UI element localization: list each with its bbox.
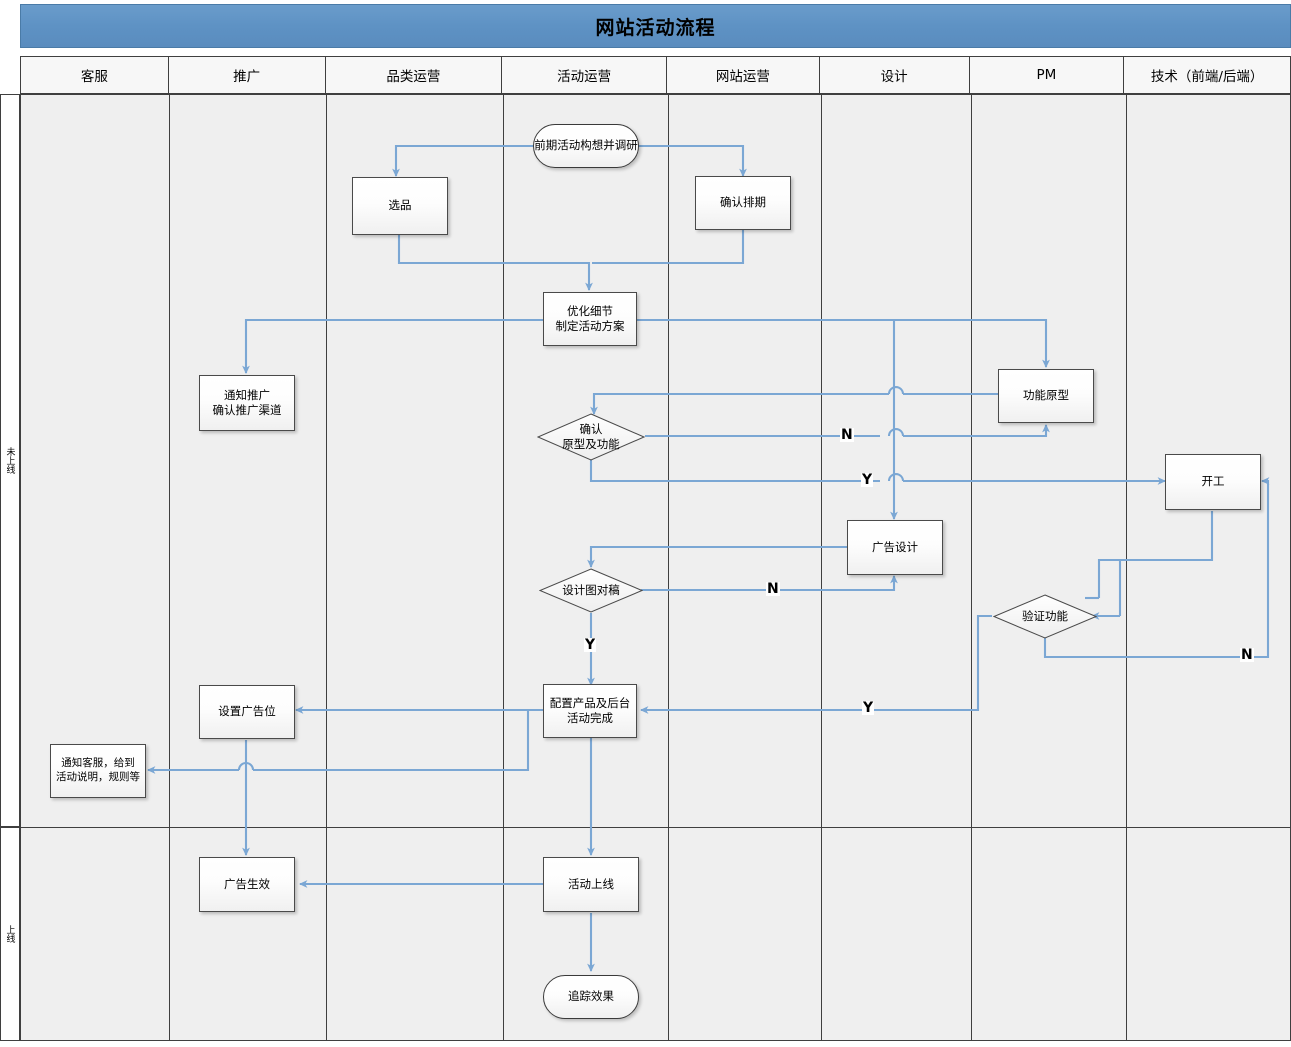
- node-tongzhi-tuiguang[interactable]: 通知推广确认推广渠道: [199, 375, 295, 431]
- lane-divider: [169, 95, 170, 1040]
- node-yuanxing[interactable]: 功能原型: [998, 369, 1094, 423]
- lane-header-label: 技术（前端/后端）: [1150, 69, 1264, 85]
- node-kaigong[interactable]: 开工: [1165, 454, 1261, 510]
- edge-label-y-kaigong: Y: [861, 472, 874, 488]
- swimlane-header-row: 客服 推广 品类运营 活动运营 网站运营 设计 PM 技术（前端/后端）: [20, 56, 1291, 94]
- node-label: 广告设计: [872, 539, 918, 554]
- node-zhuizong-xiaoguo[interactable]: 追踪效果: [543, 975, 639, 1019]
- node-shezhi-guanggaowei[interactable]: 设置广告位: [199, 685, 295, 739]
- phase-label-launched: 上线: [0, 827, 20, 1041]
- lane-header-label: 推广: [233, 69, 261, 85]
- diamond-shape: [539, 568, 643, 613]
- diamond-shape: [993, 594, 1097, 639]
- edge-label-n-yuanxing: N: [840, 427, 854, 443]
- lane-header-wangzhan[interactable]: 网站运营: [666, 57, 820, 93]
- node-peizhi[interactable]: 配置产品及后台活动完成: [543, 684, 637, 738]
- diagram-title-bar: 网站活动流程: [20, 4, 1291, 48]
- phase-label-pre-launch: 未上线: [0, 94, 20, 827]
- lane-header-jishu[interactable]: 技术（前端/后端）: [1124, 57, 1290, 93]
- diamond-shape: [537, 413, 645, 461]
- node-label: 开工: [1201, 474, 1225, 489]
- node-queren-yuanxing[interactable]: 确认原型及功能: [537, 413, 645, 461]
- lane-divider: [821, 95, 822, 1040]
- lane-divider: [326, 95, 327, 1040]
- edge-label-n-yanzheng: N: [1240, 647, 1254, 663]
- node-guanggao-shengxiao[interactable]: 广告生效: [199, 857, 295, 912]
- node-label: 功能原型: [1023, 388, 1069, 403]
- lane-header-label: 客服: [80, 69, 108, 85]
- node-label: 配置产品及后台活动完成: [549, 695, 631, 725]
- node-label: 验证功能: [1022, 609, 1068, 624]
- node-label: 通知客服，给到活动说明，规则等: [56, 757, 140, 783]
- node-label: 通知推广确认推广渠道: [212, 387, 282, 417]
- node-label: 确认原型及功能: [562, 422, 620, 451]
- lane-divider: [503, 95, 504, 1040]
- node-label: 追踪效果: [568, 989, 614, 1004]
- lane-header-label: 网站运营: [715, 69, 770, 85]
- lane-header-tuiguang[interactable]: 推广: [168, 57, 326, 93]
- phase-divider: [21, 827, 1290, 828]
- lane-header-pm[interactable]: PM: [969, 57, 1125, 93]
- edge-label-y-yanzheng: Y: [862, 700, 875, 716]
- edge-label-y-duigao: Y: [584, 637, 597, 653]
- node-guanggao-sheji[interactable]: 广告设计: [847, 520, 943, 575]
- lane-header-label: 活动运营: [557, 69, 612, 85]
- lane-header-sheji[interactable]: 设计: [819, 57, 970, 93]
- edge-label-n-duigao: N: [766, 581, 780, 597]
- lane-header-label: PM: [1036, 67, 1057, 83]
- node-tongzhi-kefu[interactable]: 通知客服，给到活动说明，规则等: [50, 744, 146, 798]
- node-label: 选品: [388, 198, 412, 213]
- lane-header-label: 品类运营: [386, 69, 441, 85]
- node-fangan[interactable]: 优化细节制定活动方案: [543, 292, 637, 346]
- node-huodong-shangxian[interactable]: 活动上线: [543, 857, 639, 912]
- node-label: 设置广告位: [218, 704, 276, 719]
- node-label: 设计图对稿: [562, 583, 620, 598]
- node-duigao[interactable]: 设计图对稿: [539, 568, 643, 613]
- node-xuanpin[interactable]: 选品: [352, 177, 448, 235]
- lane-divider: [971, 95, 972, 1040]
- node-yanzheng[interactable]: 验证功能: [993, 594, 1097, 639]
- node-label: 优化细节制定活动方案: [555, 303, 625, 333]
- page-title: 网站活动流程: [595, 16, 716, 39]
- lane-header-huodong[interactable]: 活动运营: [502, 57, 667, 93]
- node-label: 确认排期: [720, 195, 766, 210]
- node-label: 前期活动构想并调研: [534, 138, 638, 153]
- node-paiqi[interactable]: 确认排期: [695, 176, 791, 230]
- node-start[interactable]: 前期活动构想并调研: [533, 124, 639, 168]
- lane-divider: [668, 95, 669, 1040]
- lane-header-kefu[interactable]: 客服: [21, 57, 169, 93]
- node-label: 广告生效: [224, 876, 270, 891]
- node-label: 活动上线: [568, 876, 614, 891]
- phase-label-text: 未上线: [4, 447, 15, 474]
- lane-header-pinlei[interactable]: 品类运营: [325, 57, 503, 93]
- lane-header-label: 设计: [880, 69, 908, 85]
- phase-label-text: 上线: [4, 925, 15, 943]
- lane-divider: [1126, 95, 1127, 1040]
